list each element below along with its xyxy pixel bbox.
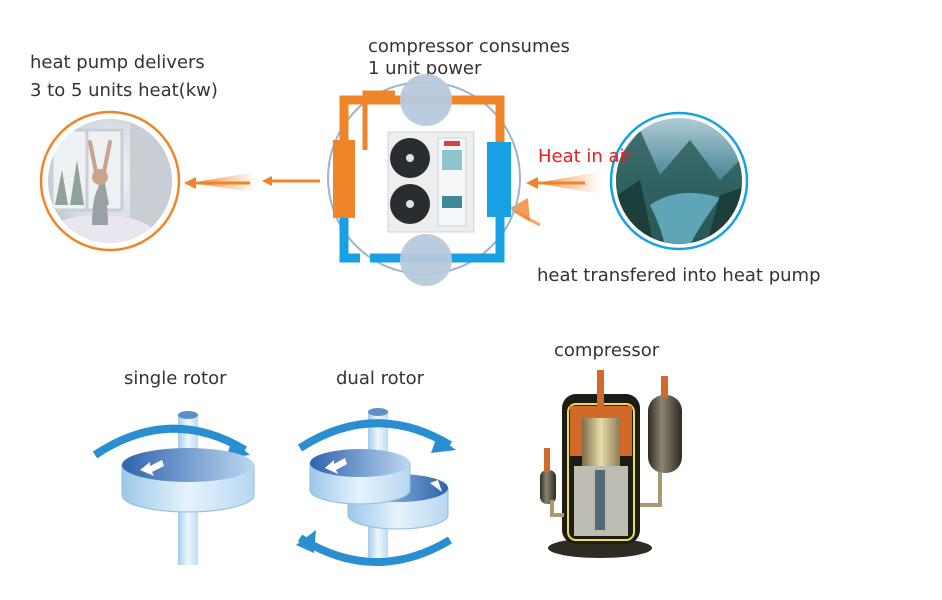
outdoor-air-image — [609, 111, 749, 251]
expansion-valve-node — [400, 234, 452, 286]
compressor-consumes-line2: 1 unit power — [368, 58, 482, 79]
heat-output-arrows — [184, 172, 320, 192]
single-rotor-illustration — [92, 411, 255, 565]
dual-rotor-label: dual rotor — [336, 368, 425, 389]
heat-input-arrows — [510, 172, 600, 227]
outdoor-unit-image — [387, 131, 475, 233]
condenser-coil — [333, 140, 355, 218]
output-label-line1: heat pump delivers — [30, 52, 205, 73]
refrigerant-cycle — [327, 74, 521, 286]
dual-rotor-illustration — [296, 408, 456, 566]
transfer-label: heat transfered into heat pump — [537, 265, 821, 286]
compressor-consumes-line1: compressor consumes — [368, 36, 570, 57]
warm-room-image — [39, 110, 181, 252]
compressor-node — [400, 74, 452, 126]
output-label-line2: 3 to 5 units heat(kw) — [30, 80, 218, 101]
single-rotor-label: single rotor — [124, 368, 227, 389]
heat-in-air-label: Heat in air — [538, 146, 632, 167]
evaporator-coil — [487, 142, 511, 217]
compressor-label: compressor — [554, 340, 660, 361]
rotary-compressor-illustration — [540, 370, 682, 558]
